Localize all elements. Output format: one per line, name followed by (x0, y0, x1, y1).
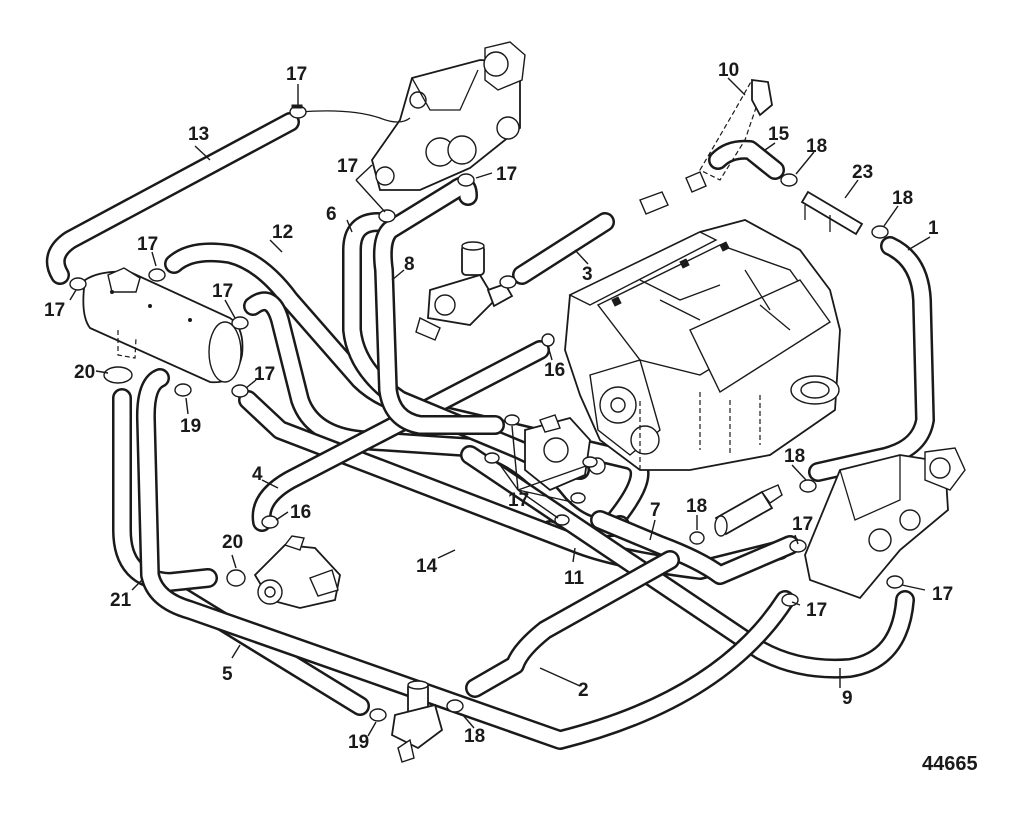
callout-17: 17 (44, 300, 65, 321)
callout-17: 17 (792, 514, 813, 535)
circulating-pump (524, 414, 606, 492)
figure-number: 44665 (922, 753, 978, 775)
clamp (780, 173, 798, 187)
callout-18: 18 (892, 188, 913, 209)
callout-5: 5 (222, 664, 233, 685)
callout-16: 16 (290, 502, 311, 523)
clamp (689, 531, 705, 545)
clamp (231, 384, 249, 398)
callout-17: 17 (932, 584, 953, 605)
seawater-pump (253, 535, 341, 609)
callout-18: 18 (686, 496, 707, 517)
clamp (148, 268, 166, 282)
hose-2 (465, 550, 680, 698)
callout-17: 17 (254, 364, 275, 385)
callout-19: 19 (180, 416, 201, 437)
callout-19: 19 (348, 732, 369, 753)
callout-18: 18 (784, 446, 805, 467)
hose-9 (460, 445, 915, 679)
callout-20: 20 (74, 362, 95, 383)
callout-23: 23 (852, 162, 873, 183)
clamp (554, 514, 570, 526)
callout-17: 17 (212, 281, 233, 302)
callout-9: 9 (842, 688, 853, 709)
crossover-pipe-10 (639, 78, 773, 215)
callout-18: 18 (806, 136, 827, 157)
clamp (799, 479, 817, 493)
clamp (484, 452, 500, 464)
callout-21: 21 (110, 590, 132, 611)
hose-13 (45, 112, 300, 285)
clamp (781, 593, 799, 607)
callout-8: 8 (404, 254, 415, 275)
clamp (499, 275, 517, 289)
callout-7: 7 (650, 500, 661, 521)
callout-labels: 17 13 17 17 6 8 12 17 17 17 20 17 19 16 … (44, 60, 953, 753)
callout-17: 17 (508, 490, 529, 511)
hose-7 (590, 510, 800, 585)
clamp (369, 708, 387, 722)
cooler-pipe-23 (800, 190, 864, 236)
callout-17: 17 (137, 234, 158, 255)
clamp (226, 569, 246, 587)
leader-lines (69, 77, 931, 737)
clamp (871, 225, 889, 239)
callout-18: 18 (464, 726, 485, 747)
callout-4: 4 (252, 464, 263, 485)
hose-15 (708, 139, 785, 180)
fuel-cooler (714, 484, 783, 537)
hose-4 (251, 340, 550, 532)
clamp (103, 366, 133, 384)
callout-1: 1 (928, 218, 939, 239)
fuel-water-module (415, 241, 514, 341)
callout-2: 2 (578, 680, 589, 701)
clamp (174, 383, 192, 397)
callout-6: 6 (326, 204, 337, 225)
callout-16: 16 (544, 360, 565, 381)
clamp (541, 333, 555, 347)
hose-3 (512, 212, 615, 285)
clamp (457, 173, 475, 187)
hose-1 (808, 236, 935, 482)
heat-exchanger (82, 267, 244, 384)
clamp (582, 456, 598, 468)
callout-17: 17 (806, 600, 827, 621)
callout-20: 20 (222, 532, 243, 553)
callout-12: 12 (272, 222, 293, 243)
hoses (45, 112, 935, 750)
clamp (261, 515, 279, 529)
callout-17: 17 (337, 156, 358, 177)
clamp (378, 209, 396, 223)
callout-14: 14 (416, 556, 438, 577)
clamp (886, 575, 904, 589)
callout-17: 17 (286, 64, 307, 85)
callout-15: 15 (768, 124, 790, 145)
clamp (570, 492, 586, 504)
thermostat-housing (391, 680, 444, 763)
callout-17: 17 (496, 164, 517, 185)
clamp (446, 699, 464, 713)
clamp (504, 414, 520, 426)
hose-21 (112, 368, 795, 750)
callout-13: 13 (188, 124, 209, 145)
clamp (289, 104, 307, 119)
callout-3: 3 (582, 264, 593, 285)
callout-10: 10 (718, 60, 739, 81)
clamp (231, 316, 249, 330)
engine (564, 219, 841, 471)
lower-exhaust-manifold (804, 447, 966, 600)
callout-11: 11 (564, 568, 585, 589)
clamp (789, 539, 807, 553)
hose-clamps (69, 104, 904, 722)
clamp (69, 277, 87, 291)
upper-exhaust-manifold (299, 41, 526, 191)
